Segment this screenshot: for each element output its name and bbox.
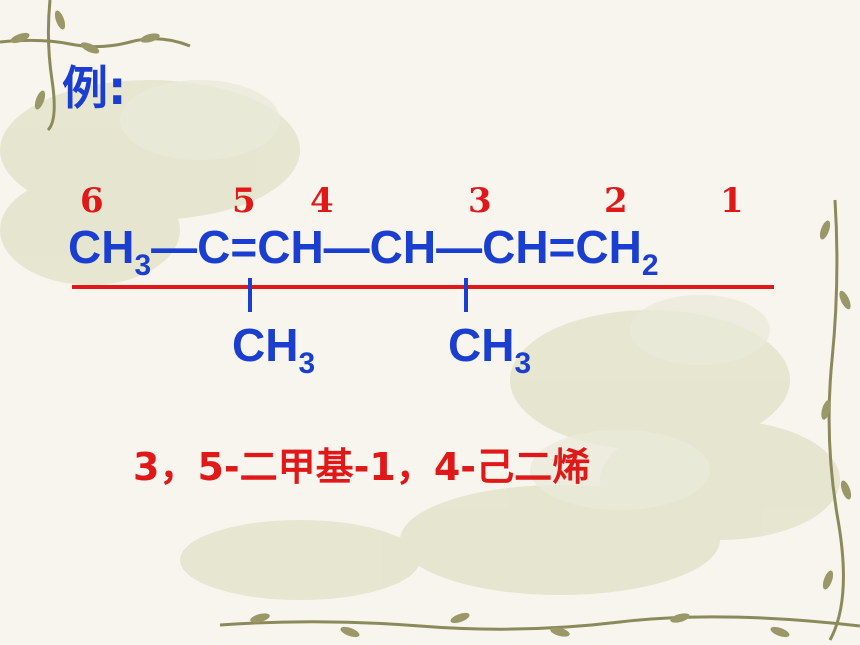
carbon-number-6: 6 <box>80 181 104 221</box>
methyl-subscript: 3 <box>514 347 532 380</box>
chain-segment: —C=CH—CH—CH=CH <box>151 221 642 273</box>
ch2-subscript: 2 <box>641 249 659 282</box>
methyl-text: CH <box>232 319 299 371</box>
ch3-subscript: 3 <box>134 249 152 282</box>
methyl-text: CH <box>448 319 515 371</box>
methyl-substituent-c5: CH3 <box>232 318 315 379</box>
main-chain-formula: CH3—C=CH—CH—CH=CH2 <box>68 220 659 281</box>
carbon-number-1: 1 <box>720 181 744 221</box>
methyl-subscript: 3 <box>298 347 316 380</box>
compound-name: 3，5-二甲基-1，4-己二烯 <box>133 445 591 489</box>
slide-title: 例: <box>62 61 127 115</box>
carbon-number-5: 5 <box>232 181 256 221</box>
ch3-group: CH <box>68 221 135 273</box>
carbon-number-3: 3 <box>468 181 492 221</box>
carbon-number-4: 4 <box>310 181 334 221</box>
carbon-number-2: 2 <box>604 181 628 221</box>
methyl-substituent-c3: CH3 <box>448 318 531 379</box>
